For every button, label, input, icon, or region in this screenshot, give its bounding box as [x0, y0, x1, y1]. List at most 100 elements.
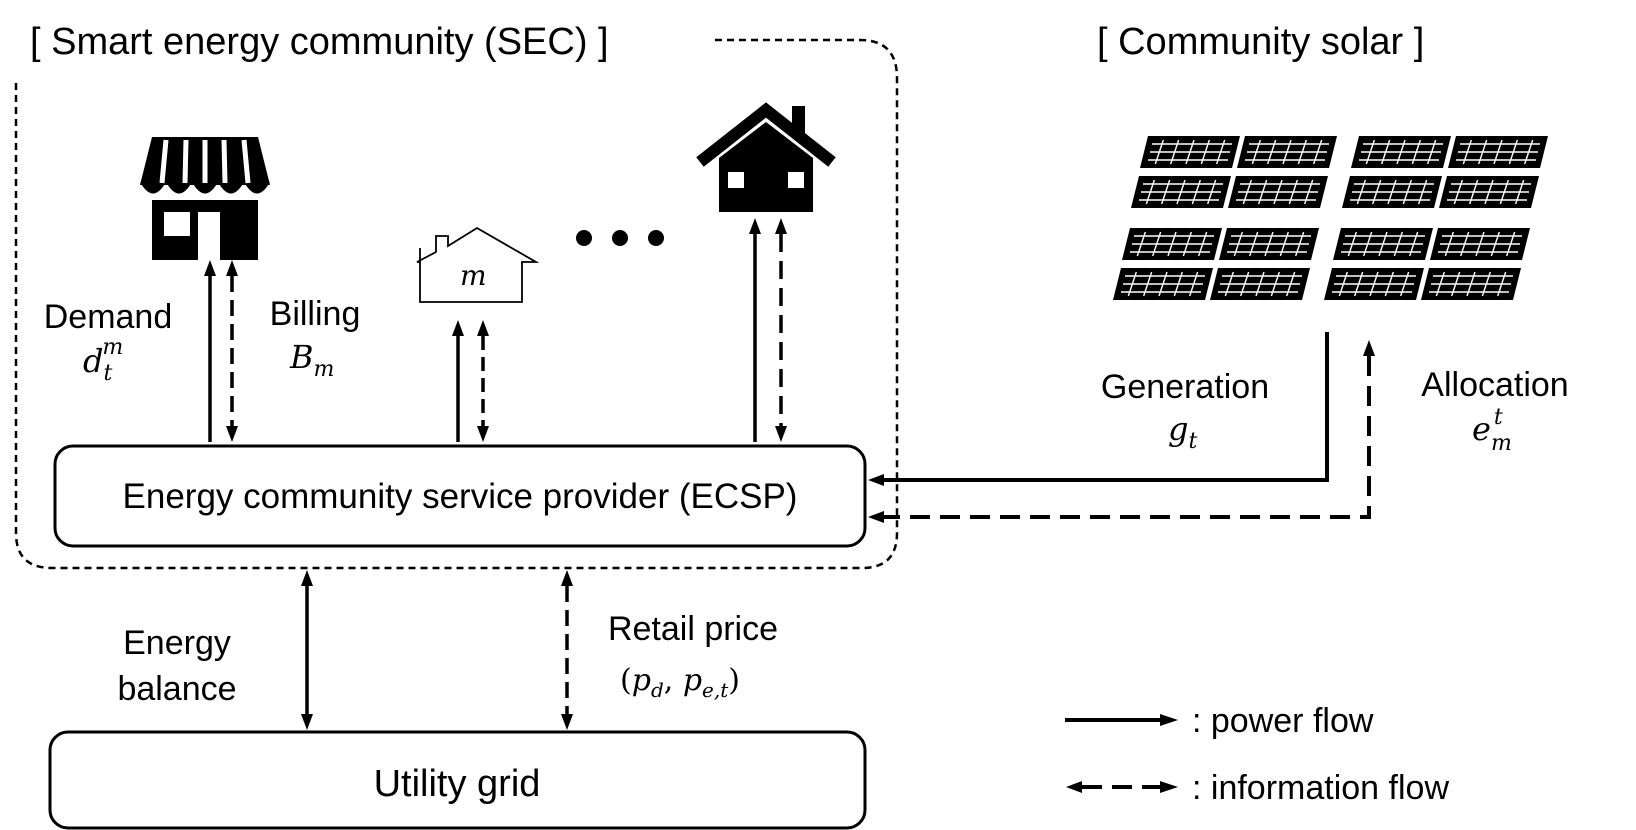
- solar-panel-cell-line: [1185, 139, 1195, 165]
- solar-panel-cell-line: [1136, 231, 1146, 257]
- solar-panel-cell-line: [1154, 139, 1164, 165]
- solar-panel-cell-line: [1295, 231, 1305, 257]
- energy-balance-line1: Energy: [123, 624, 231, 662]
- house-m-power-arrow: [452, 320, 464, 442]
- solar-panel-cell-line: [1493, 139, 1503, 165]
- solar-panel-cell-line: [1143, 271, 1153, 297]
- retail-price-formula: (pd, pe,t): [620, 663, 740, 702]
- energy-balance-line2: balance: [117, 670, 236, 708]
- house-outline-icon: [416, 226, 540, 303]
- solar-panel-cell-line: [1152, 231, 1162, 257]
- solar-panel-cell-line: [1490, 231, 1500, 257]
- solar-panel-cell-line: [1497, 271, 1507, 297]
- solar-panel-cell-line: [1242, 179, 1252, 205]
- solar-panel-cell-line: [1313, 139, 1323, 165]
- solar-panel-cell-line: [1338, 271, 1348, 297]
- solar-panel-cell-line: [1258, 179, 1268, 205]
- solar-panel-cell-line: [1478, 139, 1488, 165]
- solar-panel-cell-line: [1255, 271, 1265, 297]
- solar-panel-cell-line: [1384, 271, 1394, 297]
- legend-power-flow-label: : power flow: [1192, 702, 1374, 740]
- solar-panel-cell-line: [1297, 139, 1307, 165]
- retail-price-label: Retail price: [608, 610, 778, 648]
- solar-panel-cell-line: [1347, 231, 1357, 257]
- solar-panel-cell-line: [1251, 139, 1261, 165]
- solar-panel-cell-line: [1475, 231, 1485, 257]
- solar-panel-cell-line: [1484, 179, 1494, 205]
- solar-panel-cell-line: [1444, 231, 1454, 257]
- solar-panel-cell-line: [1453, 179, 1463, 205]
- demand-symbol: dtm: [83, 335, 123, 386]
- demand-label: Demand: [44, 298, 173, 336]
- solar-panel-cell-line: [1145, 179, 1155, 205]
- solar-panel-cell-line: [1207, 179, 1217, 205]
- generation-label: Generation: [1101, 368, 1269, 406]
- solar-panel-cell-line: [1378, 231, 1388, 257]
- solar-panel-cell-line: [1158, 271, 1168, 297]
- solar-panel-cell-line: [1167, 231, 1177, 257]
- solar-panel-cell-line: [1466, 271, 1476, 297]
- generation-power-arrow: [868, 332, 1329, 486]
- solar-panel-cell-line: [1173, 271, 1183, 297]
- utility-grid-box: [48, 730, 867, 830]
- solar-panel-cell-line: [1427, 139, 1437, 165]
- house-m-label: m: [460, 259, 487, 292]
- solar-panel-cell-line: [1409, 231, 1419, 257]
- solar-panel-cell-line: [1198, 231, 1208, 257]
- solar-panel-cell-line: [1506, 231, 1516, 257]
- house-icon: [696, 102, 836, 212]
- solar-panel-cell-line: [1161, 179, 1171, 205]
- solar-panel-cell-line: [1191, 179, 1201, 205]
- generation-symbol: gt: [1168, 410, 1197, 454]
- solar-panel-cell-line: [1524, 139, 1534, 165]
- solar-panel-cell-line: [1393, 231, 1403, 257]
- solar-panel-cell-line: [1402, 179, 1412, 205]
- solar-panel-cell-line: [1176, 179, 1186, 205]
- solar-panel-cell-line: [1288, 179, 1298, 205]
- solar-panel-cell-line: [1273, 179, 1283, 205]
- solar-title: [ Community solar ]: [1097, 21, 1424, 63]
- solar-panel-icon: [1113, 136, 1548, 300]
- solar-panel-cell-line: [1279, 231, 1289, 257]
- solar-panel-cell-line: [1469, 179, 1479, 205]
- billing-label: Billing: [270, 295, 361, 333]
- solar-panel-cell-line: [1372, 179, 1382, 205]
- ecsp-label: Energy community service provider (ECSP): [123, 477, 798, 516]
- solar-panel-cell-line: [1264, 231, 1274, 257]
- legend-power-flow: : power flow: [1065, 702, 1374, 740]
- solar-panel-cell-line: [1182, 231, 1192, 257]
- allocation-info-arrow: [868, 340, 1375, 523]
- allocation-label: Allocation: [1421, 366, 1568, 404]
- solar-panel-cell-line: [1418, 179, 1428, 205]
- solar-panel-cell-line: [1286, 271, 1296, 297]
- sec-boundary: [14, 38, 899, 570]
- solar-panel-cell-line: [1200, 139, 1210, 165]
- solar-panel-cell-line: [1127, 271, 1137, 297]
- solar-panel-cell-line: [1356, 179, 1366, 205]
- solar-panel-cell-line: [1240, 271, 1250, 297]
- solar-panel-cell-line: [1170, 139, 1180, 165]
- store-info-arrow: [226, 260, 238, 442]
- house-power-arrow: [749, 218, 761, 442]
- ecsp-box: [53, 444, 867, 548]
- solar-panel-cell-line: [1499, 179, 1509, 205]
- solar-panel-cell-line: [1381, 139, 1391, 165]
- sec-title: [ Smart energy community (SEC) ]: [30, 21, 609, 63]
- solar-panel-cell-line: [1365, 139, 1375, 165]
- solar-panel-cell-line: [1400, 271, 1410, 297]
- solar-panel-cell-line: [1515, 179, 1525, 205]
- solar-panel-cell-line: [1304, 179, 1314, 205]
- solar-panel-cell-line: [1282, 139, 1292, 165]
- utility-grid-label: Utility grid: [374, 763, 541, 805]
- solar-panel-cell-line: [1451, 271, 1461, 297]
- store-power-arrow: [204, 260, 216, 442]
- solar-panel-cell-line: [1508, 139, 1518, 165]
- solar-panel-cell-line: [1224, 271, 1234, 297]
- solar-panel-cell-line: [1233, 231, 1243, 257]
- allocation-symbol: emt: [1472, 405, 1512, 456]
- solar-panel-cell-line: [1270, 271, 1280, 297]
- solar-panel-cell-line: [1354, 271, 1364, 297]
- solar-panel-cell-line: [1396, 139, 1406, 165]
